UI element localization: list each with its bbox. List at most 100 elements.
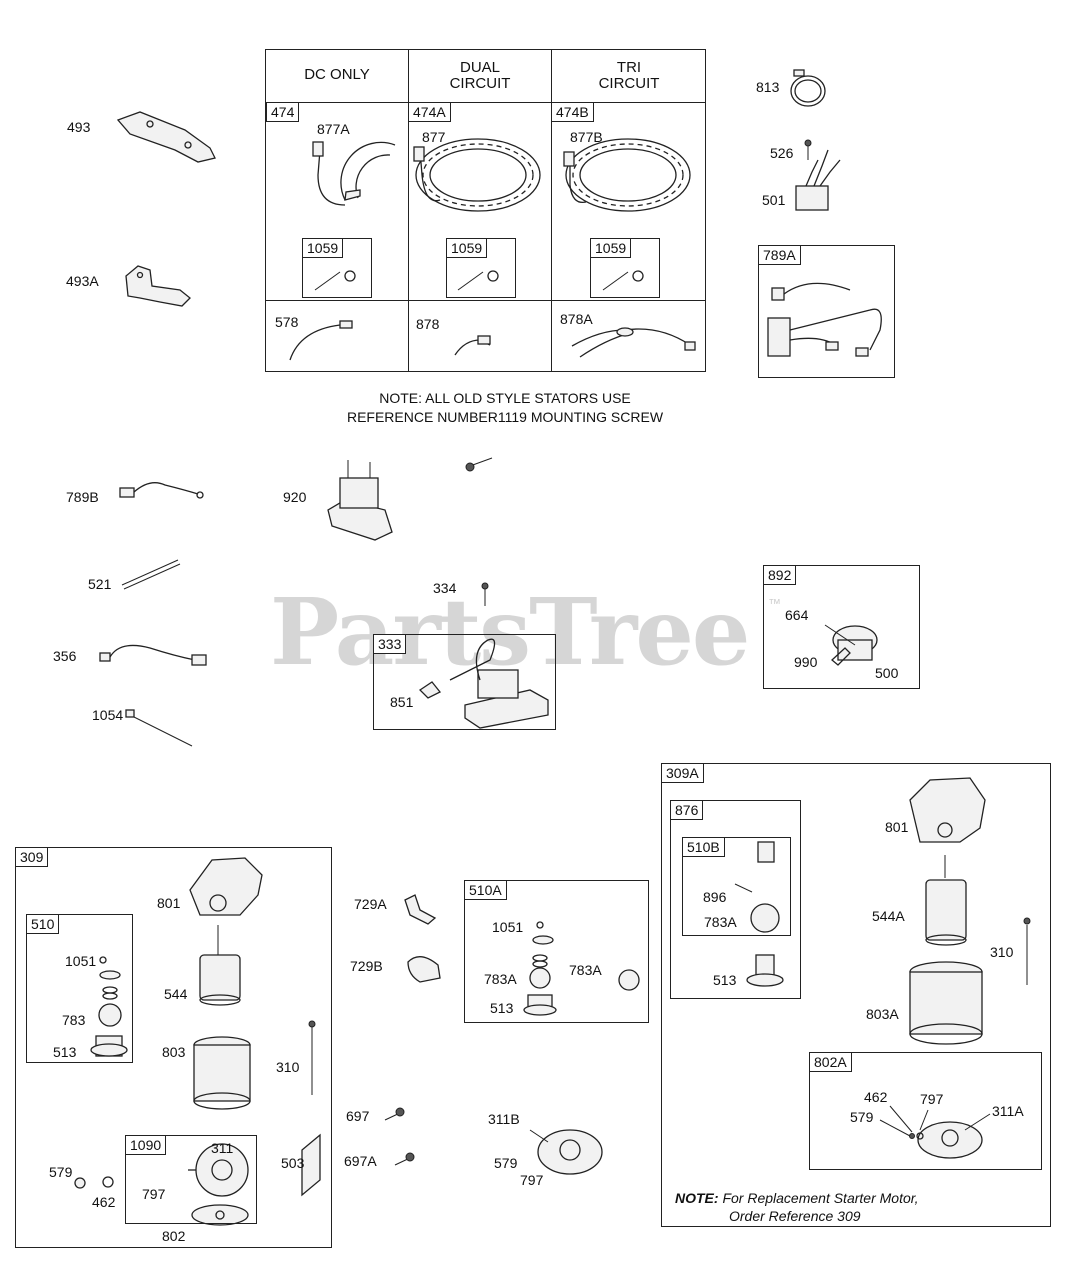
kit-tag-510B: 510B (682, 837, 725, 857)
part-526-screw-drawing (804, 139, 812, 160)
harness-789A-drawing (767, 282, 882, 357)
label-493A: 493A (66, 273, 99, 289)
kit-510A-box: 510A 1051 783A 783A 513 (464, 880, 649, 1023)
kit-1090-drawing (74, 1143, 249, 1197)
label-311: 311 (211, 1140, 234, 1156)
subkit-1059-tri: 1059 (590, 238, 660, 298)
label-579-802A: 579 (850, 1109, 874, 1125)
label-462-802A: 462 (864, 1089, 888, 1105)
label-990: 990 (794, 654, 818, 670)
label-493: 493 (67, 119, 91, 135)
label-877: 877 (422, 129, 446, 145)
label-462: 462 (92, 1194, 116, 1210)
part-356-wire-drawing (99, 644, 207, 666)
label-797-802A: 797 (920, 1091, 944, 1107)
part-493-bracket-drawing (116, 111, 216, 163)
label-783A-510A-alt: 783A (569, 962, 602, 978)
part-501-regulator-drawing (795, 149, 841, 211)
watermark-trademark: ™ (768, 596, 781, 611)
label-803A: 803A (866, 1006, 899, 1022)
label-783A-510B: 783A (704, 914, 737, 930)
kit-tag-876: 876 (670, 800, 704, 820)
kit-tag-510A: 510A (464, 880, 507, 900)
brush-311B-drawing (529, 1129, 603, 1175)
footnote-bold: NOTE: (675, 1190, 719, 1206)
part-697-screws-drawing (384, 1107, 415, 1166)
kit-tag-474B: 474B (551, 102, 594, 122)
kit-309-box: 309 801 544 803 310 503 579 462 802 510 … (15, 847, 332, 1248)
stator-note-line2: REFERENCE NUMBER1119 MOUNTING SCREW (346, 409, 664, 425)
label-783: 783 (62, 1012, 86, 1028)
part-729B-drawing (407, 956, 441, 983)
starter-309-drawing (189, 857, 321, 1226)
subkit-tag-1059: 1059 (590, 238, 632, 258)
label-797: 797 (142, 1186, 166, 1202)
part-813-clamp-drawing (790, 69, 826, 107)
part-789B-wire-drawing (119, 482, 204, 499)
mounting-screw-1119-drawing (465, 457, 493, 472)
kit-802A-drawing (879, 1105, 991, 1159)
kit-tag-309A: 309A (661, 763, 704, 783)
label-729A: 729A (354, 896, 387, 912)
kit-510-box: 510 1051 783 513 (26, 914, 133, 1063)
label-920: 920 (283, 489, 307, 505)
label-878A: 878A (560, 311, 593, 327)
subkit-1059-dual: 1059 (446, 238, 516, 298)
label-513-510A: 513 (490, 1000, 514, 1016)
kit-1090-box: 1090 311 797 (125, 1135, 257, 1224)
label-310-309A: 310 (990, 944, 1014, 960)
kit-789A-box: 789A (758, 245, 895, 378)
table-col-divider (551, 50, 552, 371)
label-544A: 544A (872, 908, 905, 924)
label-501: 501 (762, 192, 786, 208)
starter-309A-drawing (909, 777, 1031, 1045)
part-729A-drawing (404, 894, 437, 925)
kit-309A-box: 309A 801 544A 310 803A 876 513 510B 896 … (661, 763, 1051, 1227)
header-dual-circuit: DUAL CIRCUIT (449, 59, 511, 92)
label-1051: 1051 (65, 953, 97, 969)
kit-333-box: 333 851 (373, 634, 556, 730)
header-tri-circuit: TRI CIRCUIT (598, 59, 660, 92)
kit-876-box: 876 513 510B 896 783A (670, 800, 801, 999)
label-544: 544 (164, 986, 188, 1002)
stator-877B-drawing (563, 138, 691, 212)
stator-877A-drawing (312, 141, 396, 206)
label-310: 310 (276, 1059, 300, 1075)
kit-tag-309: 309 (15, 847, 49, 867)
kit-tag-789A: 789A (758, 245, 801, 265)
part-920-solenoid-drawing (327, 460, 393, 541)
subkit-tag-1059: 1059 (446, 238, 488, 258)
label-500: 500 (875, 665, 899, 681)
part-493A-bracket-drawing (125, 265, 191, 307)
label-851: 851 (390, 694, 414, 710)
label-579-311B: 579 (494, 1155, 518, 1171)
kit-tag-510: 510 (26, 914, 60, 934)
kit-510B-drawing (734, 841, 784, 987)
stator-877-drawing (413, 138, 541, 212)
label-1051-510A: 1051 (492, 919, 524, 935)
kit-tag-892: 892 (763, 565, 797, 585)
label-521: 521 (88, 576, 112, 592)
label-896: 896 (703, 889, 727, 905)
keyswitch-892-drawing (824, 624, 878, 666)
kit-tag-333: 333 (373, 634, 407, 654)
label-801: 801 (157, 895, 181, 911)
kit-510B-box: 510B 896 783A (682, 837, 791, 936)
kit-tag-802A: 802A (809, 1052, 852, 1072)
label-783A-510A: 783A (484, 971, 517, 987)
label-578: 578 (275, 314, 299, 330)
label-526: 526 (770, 145, 794, 161)
label-697A: 697A (344, 1153, 377, 1169)
label-877A: 877A (317, 121, 350, 137)
kit-1059-screws-drawing (314, 270, 644, 291)
table-col-divider (408, 50, 409, 371)
label-1054: 1054 (92, 707, 124, 723)
label-802: 802 (162, 1228, 186, 1244)
kit-510-drawing (90, 956, 128, 1057)
footnote-line2: Order Reference 309 (729, 1208, 861, 1224)
label-801-309A: 801 (885, 819, 909, 835)
label-803: 803 (162, 1044, 186, 1060)
table-header-divider (266, 102, 705, 103)
starter-footnote: NOTE: For Replacement Starter Motor, Ord… (675, 1189, 919, 1225)
